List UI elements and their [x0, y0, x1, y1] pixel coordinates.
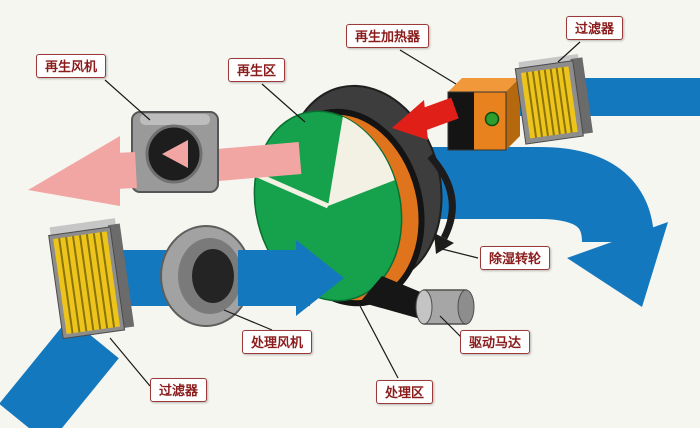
label-regen-fan: 再生风机	[36, 54, 107, 78]
wheel-sector-divider	[255, 172, 330, 209]
regen-exhaust-duct	[204, 142, 302, 182]
process-air-arrow	[260, 240, 344, 316]
label-filter-bottom: 过滤器	[150, 378, 208, 402]
heater-indicator-light	[484, 111, 500, 127]
regen-fan-flow-arrow	[162, 140, 188, 168]
filter-top-graphic	[514, 53, 593, 145]
regen-exhaust-arrow	[28, 136, 137, 206]
hot-air-arrow	[392, 97, 459, 140]
regen-heater-graphic	[447, 78, 520, 151]
label-regen-heater: 再生加热器	[346, 24, 430, 48]
label-regen-zone: 再生区	[228, 58, 286, 82]
process-air-outlet-duct	[404, 147, 668, 307]
label-dehumidifier-wheel: 除湿转轮	[480, 246, 551, 270]
wheel-regen-sector	[328, 116, 395, 206]
regen-fan-graphic	[131, 111, 219, 193]
leader-lines	[104, 41, 581, 387]
process-fan-graphic	[160, 225, 252, 327]
label-process-fan: 处理风机	[242, 330, 313, 354]
label-process-zone: 处理区	[376, 380, 434, 404]
filter-bottom-graphic	[48, 218, 135, 340]
drive-motor-graphic	[360, 276, 475, 325]
label-drive-motor: 驱动马达	[460, 330, 531, 354]
label-filter-top: 过滤器	[566, 16, 624, 40]
